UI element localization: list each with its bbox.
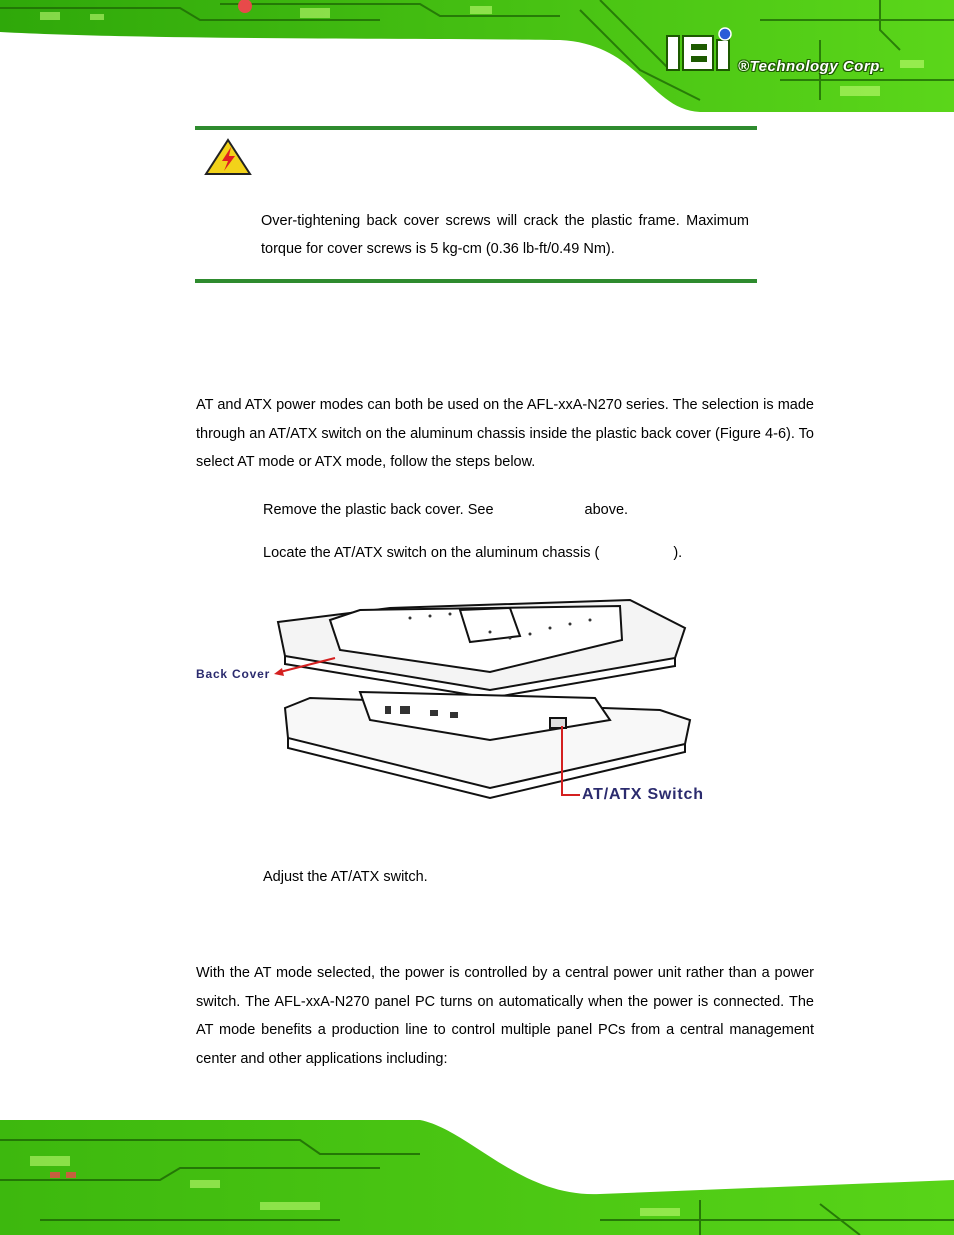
at-atx-switch-figure [274, 598, 692, 800]
step-2-text: Locate the AT/ATX switch on the aluminum… [263, 545, 600, 561]
back-cover-label: Back Cover [196, 667, 271, 681]
step-2: Locate the AT/ATX switch on the aluminum… [263, 545, 682, 561]
warning-top-rule [195, 126, 757, 130]
warning-bottom-rule [195, 279, 757, 283]
at-atx-switch-label: AT/ATX Switch [582, 786, 704, 803]
iei-logo-icon [666, 27, 732, 71]
intro-paragraph: AT and ATX power modes can both be used … [196, 397, 814, 470]
warning-triangle-icon [204, 138, 252, 175]
at-mode-paragraph: With the AT mode selected, the power is … [196, 965, 814, 1067]
step-1: Remove the plastic back cover. See above. [263, 502, 628, 518]
step-2-suffix: ). [673, 545, 683, 561]
footer-circuit-banner [0, 1120, 954, 1235]
step-1-text: Remove the plastic back cover. See [263, 502, 494, 518]
warning-text: Over-tightening back cover screws will c… [261, 213, 749, 257]
header-circuit-banner [0, 0, 954, 112]
step-1-suffix: above. [584, 502, 629, 518]
step-3: Adjust the AT/ATX switch. [263, 869, 428, 885]
brand-text: ®Technology Corp. [738, 58, 885, 75]
